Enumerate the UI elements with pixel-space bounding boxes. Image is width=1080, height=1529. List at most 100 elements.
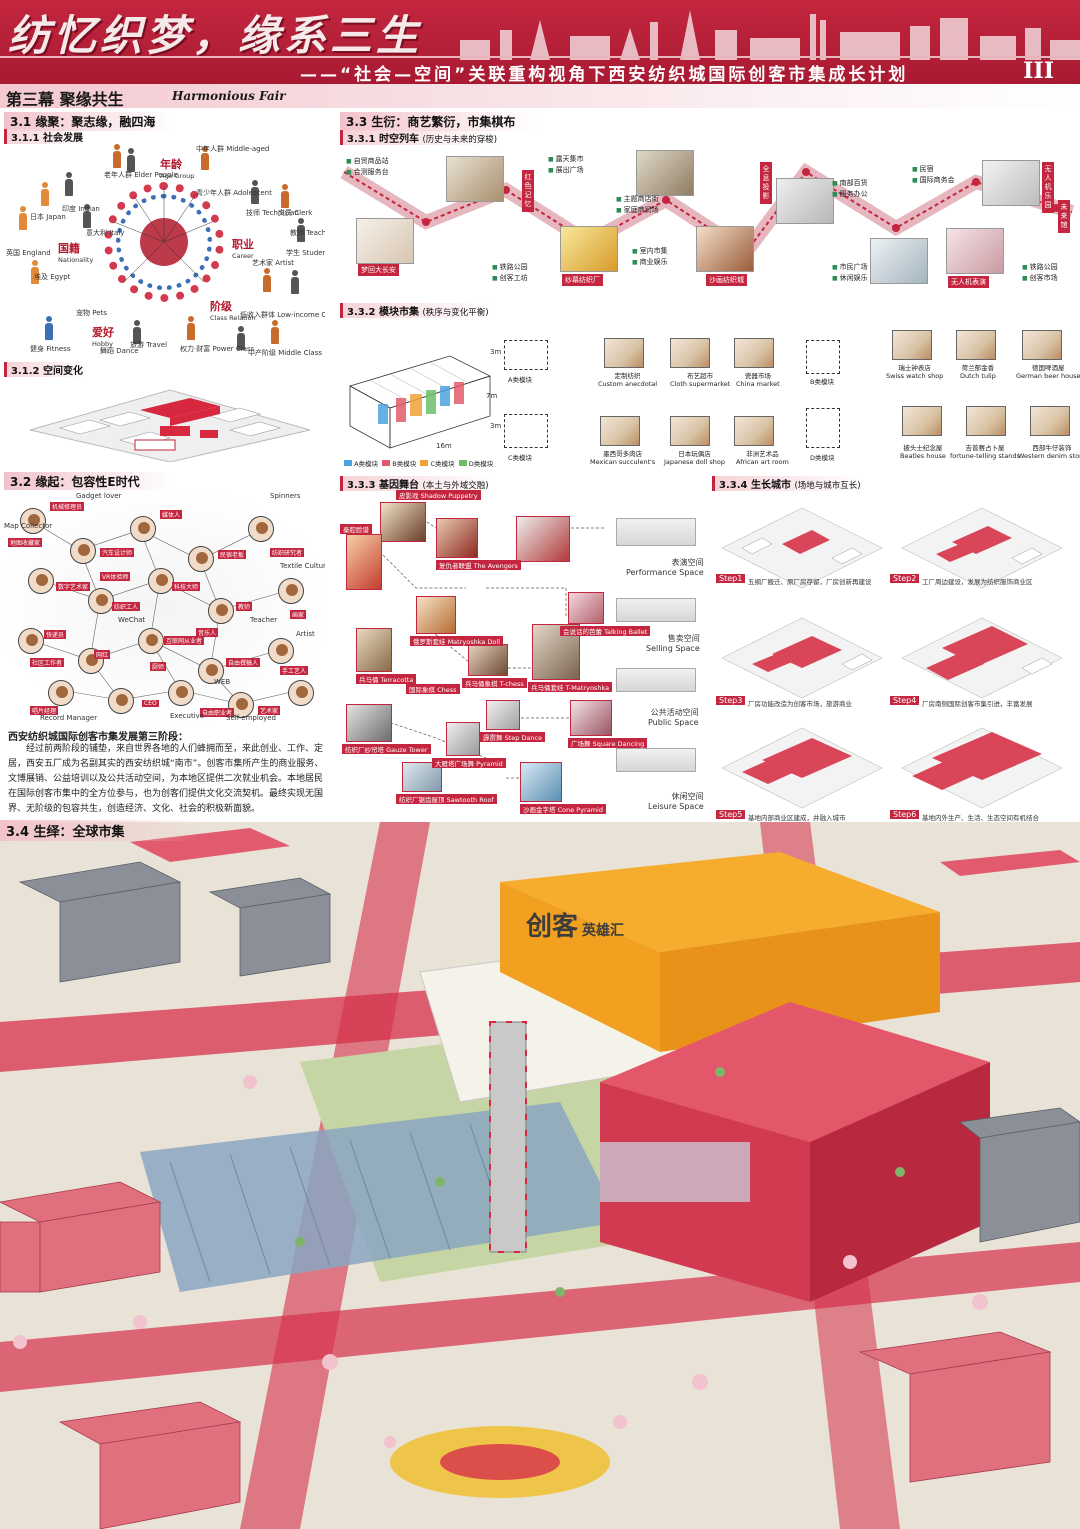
person-icon xyxy=(280,184,290,208)
person-icon xyxy=(44,316,54,340)
network-en-label: Executive xyxy=(170,712,205,720)
stage-label: 霹雳舞 Step Dance xyxy=(480,732,546,742)
subtitle: ——“社会—空间”关联重构视角下西安纺织城国际创客市集成长计划 xyxy=(300,65,909,84)
label-adolescent: 青少年人群 Adolescent xyxy=(196,189,272,197)
person-icon xyxy=(236,326,246,350)
stage-label: 兵马俑套娃 T-Matryoshka xyxy=(528,682,613,692)
timeline-scene xyxy=(636,150,694,196)
module-room-thumbnail xyxy=(734,416,774,446)
stage-image xyxy=(436,518,478,558)
network-en-label: Textile Culture xyxy=(280,562,325,570)
module-box-a xyxy=(504,340,548,370)
network-tag: 地图收藏家 xyxy=(8,538,43,547)
person-icon xyxy=(270,320,280,344)
space-illustration xyxy=(616,518,696,546)
section-3-3-4-title: 3.3.4 生长城市 (场地与城市互长) xyxy=(712,476,865,491)
sheet-number: III xyxy=(1023,58,1054,84)
section-3-4-title: 3.4 生绎：全球市集 xyxy=(0,820,200,841)
avatar xyxy=(228,692,254,718)
stage-label: 兵马俑象棋 T-chess xyxy=(462,678,527,688)
network-en-label: Self-employed xyxy=(226,714,276,722)
network-tag: 汽车设计师 xyxy=(100,548,135,557)
module-room-thumbnail xyxy=(1030,406,1070,436)
step-tag: Step6 xyxy=(890,810,920,819)
stage-image xyxy=(346,534,382,590)
stage-label: 广场舞 Square Dancing xyxy=(568,738,648,748)
stage-image xyxy=(380,502,426,542)
section-3-1-title: 3.1 缘聚：聚志缘，融四海 xyxy=(4,112,174,131)
stage-label: 皮影戏 Shadow Puppetry xyxy=(396,490,481,500)
person-icon xyxy=(112,144,122,168)
avatar xyxy=(268,638,294,664)
avatar xyxy=(28,568,54,594)
label-teacher: 教师 Teacher xyxy=(290,229,325,237)
network-tag: 自由撰稿人 xyxy=(226,658,261,667)
person-icon xyxy=(18,206,28,230)
section-3-1-1-title: 3.1.1 社会发展 xyxy=(4,129,87,144)
timeline-node-label: 梦回大长安 xyxy=(358,264,399,276)
header-banner: 纺忆织梦，缘系三生 ——“社会—空间”关联重构视角下西安纺织城国际创客市集成长计… xyxy=(0,0,1080,84)
network-tag: 网红 xyxy=(94,650,111,659)
module-dimension: 3m xyxy=(490,422,502,430)
stage-label: 大雁塔广场舞 Pyramid xyxy=(432,758,506,768)
network-tag: 互联网从业者 xyxy=(164,636,205,645)
timeline-node-label: 沙画纺织城 xyxy=(706,274,747,286)
label-artist: 艺术家 Artist xyxy=(252,259,294,267)
network-tag: 唱片经理 xyxy=(30,706,59,715)
step-tag: Step3 xyxy=(716,696,746,705)
stage-image xyxy=(570,700,612,736)
stage-label: 纺织厂锯齿屋顶 Sawtooth Roof xyxy=(396,794,497,804)
network-tag: 纺织工人 xyxy=(112,602,141,611)
step-desc: 厂房功能改造为创客市场，旅游商业 xyxy=(748,700,852,708)
network-en-label: WeChat xyxy=(118,616,146,624)
person-icon xyxy=(30,260,40,284)
avatar xyxy=(70,538,96,564)
label-italy: 意大利 Italy xyxy=(86,229,125,237)
avatar xyxy=(130,516,156,542)
timeline-node-label: 未来馆 xyxy=(1058,200,1070,233)
label-middle-aged: 中年人群 Middle-aged xyxy=(196,145,270,153)
timeline-scene xyxy=(356,218,414,264)
person-icon xyxy=(262,268,272,292)
network-tag: 快递员 xyxy=(44,630,67,639)
module-grid-axonometric xyxy=(348,355,492,449)
growing-city-steps: Step1 五纲厂搬迁、原厂房存留，厂房创新再建设 Step2 工厂周边建设，发… xyxy=(712,488,1080,822)
network-tag: 科技大师 xyxy=(172,582,201,591)
step-tag: Step1 xyxy=(716,574,746,583)
module-room-thumbnail xyxy=(670,338,710,368)
module-dimension: 3m xyxy=(490,348,502,356)
stage-image xyxy=(356,628,392,672)
network-tag: 音乐人 xyxy=(196,628,219,637)
module-room-thumbnail xyxy=(966,406,1006,436)
module-box-b xyxy=(806,340,840,374)
network-tag: 画家 xyxy=(290,610,307,619)
label-england: 英国 England xyxy=(6,249,51,257)
step-tag: Step4 xyxy=(890,696,920,705)
section-3-3-title: 3.3 生衍：商艺繁衍，市集棋布 xyxy=(340,112,540,131)
label-pets: 宠物 Pets xyxy=(76,309,107,317)
timeline-scene xyxy=(982,160,1040,206)
timeline-node-label: 纱幕纺织厂 xyxy=(562,274,603,286)
label-middle-class: 中产阶级 Middle Class xyxy=(248,349,322,357)
timeline-feature-list: 南部百货服务办公 xyxy=(832,178,868,200)
timeline-feature-list: 民宿国际商务会 xyxy=(912,164,955,186)
module-box-label: C类模块 xyxy=(508,454,533,462)
step-desc: 厂房南侧国际创客市集引进，丰富发展 xyxy=(922,700,1033,708)
stage-image xyxy=(568,592,604,624)
stage-image xyxy=(486,700,520,730)
avatar xyxy=(278,578,304,604)
module-legend: A类模块 B类模块 C类模块 D类模块 xyxy=(344,458,493,468)
section-3-2-title: 3.2 缘起：包容性E时代 xyxy=(4,472,174,491)
network-tag: 教师 xyxy=(236,602,253,611)
network-en-label: Teacher xyxy=(250,616,278,624)
